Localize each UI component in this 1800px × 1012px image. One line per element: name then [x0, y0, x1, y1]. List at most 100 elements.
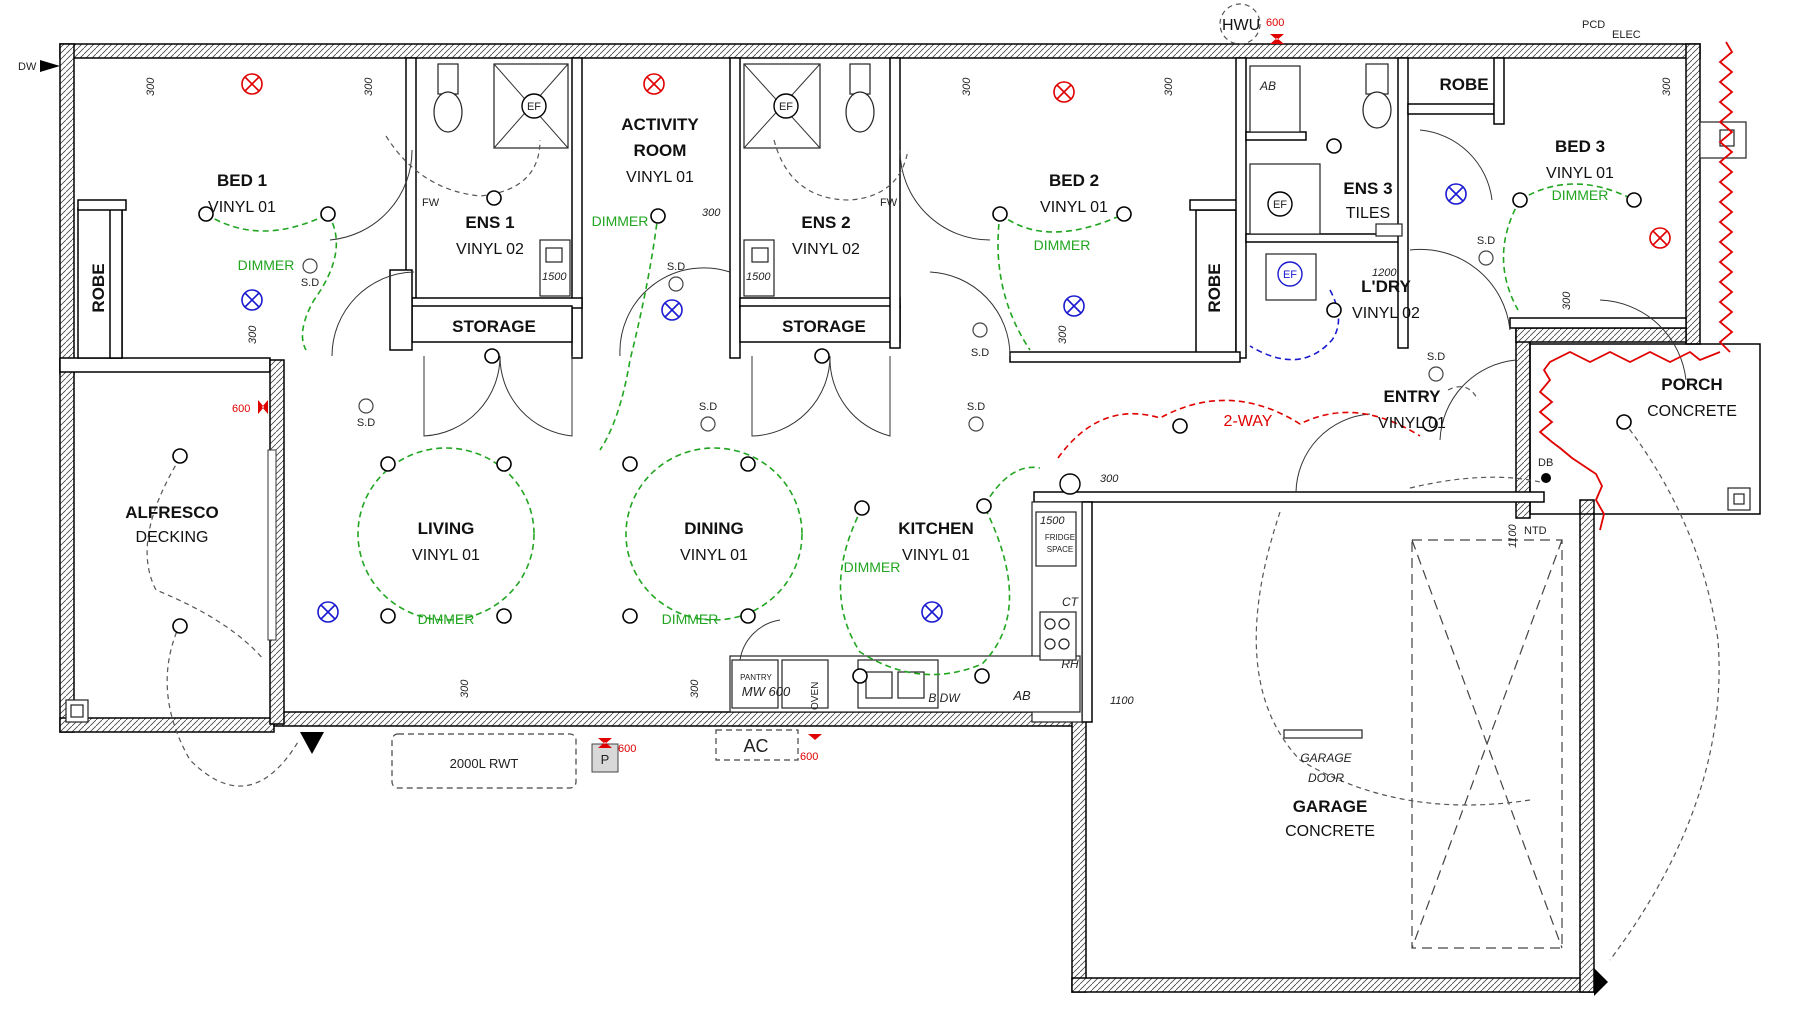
light-point [1512, 192, 1528, 208]
fridge-width: 1500 [1040, 515, 1065, 527]
db-label: DB [1538, 457, 1553, 469]
height-label: 300 [145, 77, 157, 96]
ef-label: EF [1273, 199, 1287, 211]
room-name: STORAGE [452, 317, 536, 336]
height-label: 300 [689, 679, 701, 698]
room-name: ENTRY [1384, 387, 1442, 406]
ef-label: EF [527, 101, 541, 113]
smoke-detector-icon [302, 258, 318, 274]
dimmer-circuits [205, 183, 1635, 676]
exhaust-fan-icon [773, 93, 799, 119]
light-point [740, 456, 756, 472]
pump-label: P [601, 752, 610, 767]
light-point [380, 608, 396, 624]
thermostat-icon [1059, 473, 1081, 495]
sd-label: S.D [1427, 351, 1445, 363]
ab-ens3-label: AB [1259, 79, 1276, 93]
downlight-icon [241, 289, 263, 311]
light-point [486, 190, 502, 206]
light-point [496, 456, 512, 472]
exhaust-fans [521, 93, 1551, 495]
light-point [320, 206, 336, 222]
hwu-height: 600 [1266, 17, 1284, 29]
height-label: 300 [1561, 291, 1573, 310]
height-label: 300 [961, 77, 973, 96]
ct-label: CT [1062, 595, 1080, 609]
annotations: DW HWU 600 PCD ELEC 2000L RWT P 600 AC 6… [18, 17, 1673, 785]
room-name: ROBE [89, 263, 108, 312]
height-label: 1500 [746, 271, 771, 283]
smoke-detectors [302, 250, 1494, 432]
boundary-zigzag [1538, 41, 1734, 531]
room-finish: CONCRETE [1647, 403, 1737, 420]
light-point [172, 448, 188, 464]
room-name: STORAGE [782, 317, 866, 336]
light-point [1172, 418, 1188, 434]
fridge-label: FRIDGE [1045, 533, 1075, 542]
dimmer-labels: DIMMER DIMMER DIMMER DIMMER DIMMER DIMME… [238, 187, 1609, 627]
exhaust-fan-icon [1267, 191, 1293, 217]
alfresco-height: 600 [232, 403, 250, 415]
room-name: GARAGE [1293, 797, 1368, 816]
elec-label: ELEC [1612, 29, 1641, 41]
height-label: 300 [702, 207, 721, 219]
room-name: ACTIVITY [621, 115, 699, 134]
light-point [496, 608, 512, 624]
lights [172, 138, 1642, 684]
dimmer-label: DIMMER [238, 257, 295, 273]
smoke-detector-icon [358, 398, 374, 414]
smoke-detector-icon [1428, 366, 1444, 382]
power-markers [40, 34, 1284, 748]
height-label: 1500 [542, 271, 567, 283]
fw-label: FW [422, 197, 440, 209]
light-point [852, 668, 868, 684]
room-finish: VINYL 02 [456, 241, 524, 258]
room-name: PORCH [1661, 375, 1722, 394]
room-name: ROBE [1439, 75, 1488, 94]
fan-icon [643, 73, 665, 95]
sd-label: S.D [699, 401, 717, 413]
oven-label: OVEN [810, 682, 821, 710]
dw-label: DW [18, 61, 37, 73]
smoke-detector-icon [972, 322, 988, 338]
room-name: L'DRY [1361, 277, 1411, 296]
downlight-icon [661, 299, 683, 321]
room-finish: VINYL 01 [1378, 415, 1446, 432]
sd-label: S.D [667, 261, 685, 273]
room-finish: VINYL 01 [626, 169, 694, 186]
ceiling-fans [241, 73, 1671, 249]
room-finish: VINYL 01 [1040, 199, 1108, 216]
room-finish: VINYL 01 [412, 547, 480, 564]
light-point [198, 206, 214, 222]
bdw-label: B DW [928, 691, 961, 705]
height-label: 300 [459, 679, 471, 698]
room-name: BED 2 [1049, 171, 1099, 190]
light-point [650, 208, 666, 224]
light-point [1616, 414, 1632, 430]
light-point [622, 456, 638, 472]
db-point-icon [1541, 473, 1551, 483]
pantry-label: PANTRY [740, 673, 772, 682]
two-way-label: 2-WAY [1224, 413, 1273, 430]
room-name: ENS 2 [801, 213, 850, 232]
height-label: 1100 [1110, 695, 1135, 707]
light-point [1626, 192, 1642, 208]
ac-label: AC [743, 736, 768, 756]
room-finish: DECKING [136, 529, 209, 546]
ef-label: EF [779, 101, 793, 113]
sd-label: S.D [1477, 235, 1495, 247]
downlight-icon [1063, 295, 1085, 317]
garage-door-label: GARAGE [1300, 751, 1352, 765]
smoke-detector-icon [668, 276, 684, 292]
rh-label: RH [1061, 657, 1079, 671]
fixtures [391, 3, 1563, 949]
fan-icon [1053, 81, 1075, 103]
room-finish: VINYL 01 [902, 547, 970, 564]
light-point [814, 348, 830, 364]
room-finish: CONCRETE [1285, 823, 1375, 840]
smoke-detector-icon [968, 416, 984, 432]
light-point [484, 348, 500, 364]
ab-label: AB [1012, 688, 1031, 703]
fan-icon [241, 73, 263, 95]
light-point [974, 668, 990, 684]
